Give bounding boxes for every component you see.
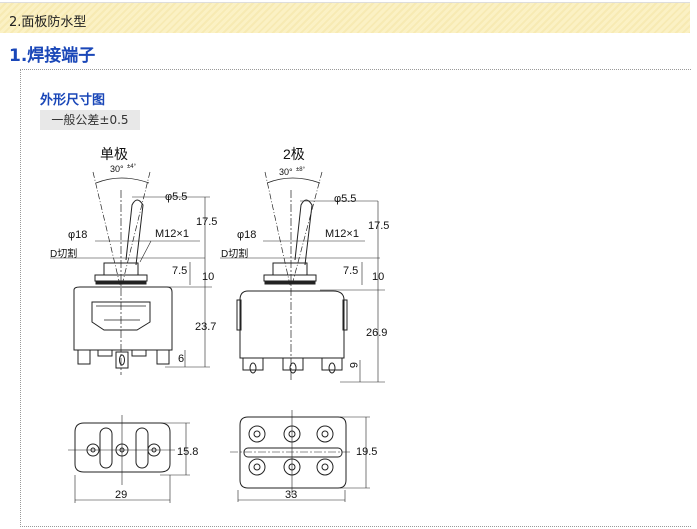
section-header-text: 2.面板防水型 xyxy=(9,15,87,30)
d-cut-label: D切割 xyxy=(221,247,248,260)
body-diameter: φ18 xyxy=(237,229,256,241)
single-pole-side-view xyxy=(50,171,212,375)
bottom-height: 19.5 xyxy=(356,446,377,458)
double-pole-bottom-view xyxy=(230,410,370,502)
total-height: 10 xyxy=(202,271,214,283)
drawing-panel xyxy=(20,69,691,527)
double-pole-side-view xyxy=(220,171,385,383)
single-pole-bottom-view xyxy=(68,415,190,503)
bottom-height: 15.8 xyxy=(177,446,198,458)
angle-label: 30° xyxy=(110,164,124,174)
bottom-width: 29 xyxy=(115,489,127,501)
tolerance-label: 一般公差±0.5 xyxy=(40,110,140,130)
angle-tolerance: ±8° xyxy=(296,167,306,173)
terminal-height: 6 xyxy=(178,353,184,365)
total-height: 10 xyxy=(372,271,384,283)
bushing-height: 7.5 xyxy=(172,265,187,277)
drawing-title: 外形尺寸图 xyxy=(40,93,106,108)
terminal-height: 6 xyxy=(347,362,359,368)
thread-spec: M12×1 xyxy=(325,228,359,240)
tip-diameter: φ5.5 xyxy=(334,193,356,205)
angle-tolerance: ±4° xyxy=(127,164,137,170)
thread-spec: M12×1 xyxy=(155,228,189,240)
bottom-width: 33 xyxy=(285,489,297,501)
body-diameter: φ18 xyxy=(68,229,87,241)
section-header: 2.面板防水型 xyxy=(0,2,690,33)
single-pole-label: 单极 xyxy=(100,146,128,162)
double-pole-label: 2极 xyxy=(283,146,305,162)
tip-diameter: φ5.5 xyxy=(165,191,187,203)
angle-label: 30° xyxy=(279,167,293,177)
bushing-height: 7.5 xyxy=(343,265,358,277)
body-height: 26.9 xyxy=(366,327,387,339)
lever-height: 17.5 xyxy=(196,216,217,228)
lever-height: 17.5 xyxy=(368,220,389,232)
body-height: 23.7 xyxy=(195,321,216,333)
d-cut-label: D切割 xyxy=(50,247,77,260)
page-title: 1.焊接端子 xyxy=(9,46,96,66)
